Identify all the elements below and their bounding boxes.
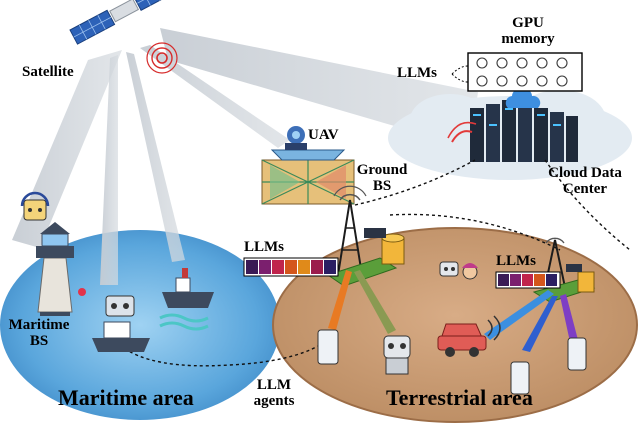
maritime-area-region (0, 230, 280, 420)
cloud-dc-line1: Cloud Data (548, 165, 622, 181)
database-icon (364, 228, 405, 265)
satellite-label: Satellite (22, 64, 74, 80)
gpu-memory-label: GPU memory (490, 15, 566, 48)
gpu-memory-line2: memory (501, 30, 555, 47)
cloud-data-center-label: Cloud Data Center (535, 165, 635, 198)
llm-agents-label: LLM agents (244, 377, 304, 410)
llm-agents-line2: agents (253, 392, 295, 409)
ground-bs-line2: BS (372, 177, 392, 194)
ground-bs-label: Ground BS (352, 162, 412, 195)
llms-ground-label: LLMs (244, 239, 285, 255)
ground-bs-line1: Ground (356, 162, 408, 178)
gpu-memory-line1: GPU (512, 15, 544, 31)
maritime-bs-label: Maritime BS (4, 317, 74, 350)
maritime-bs-line2: BS (29, 332, 49, 349)
maritime-area-label: Maritime area (58, 385, 194, 410)
lighthouse-icon (20, 191, 86, 316)
llm-strip-terrestrial (495, 271, 561, 289)
robot-agent-icon (105, 261, 478, 375)
wireless-links (328, 270, 578, 352)
cloud-data-center (388, 88, 632, 180)
gpu-chip-icon (476, 57, 568, 87)
maritime-bs-line1: Maritime (8, 317, 70, 333)
llms-cloud-label: LLMs (397, 65, 438, 81)
lighthouse-agent-icon (20, 191, 50, 221)
car-icon (437, 315, 501, 357)
gpu-memory-box (451, 52, 583, 92)
smartphone-icon (317, 329, 587, 395)
llm-agents-line1: LLM (256, 377, 292, 393)
llms-terrestrial-label: LLMs (496, 253, 537, 269)
satellite-icon (69, 0, 179, 74)
llm-strip-ground (243, 257, 339, 277)
terrestrial-area-label: Terrestrial area (386, 385, 533, 410)
cloud-dc-line2: Center (562, 180, 608, 197)
uav-label: UAV (308, 127, 339, 143)
ship-icon (92, 268, 214, 352)
satellite-beams (12, 28, 478, 285)
backhaul-links (119, 159, 631, 367)
server-rack-icon (470, 100, 578, 162)
uav-drone-icon (261, 126, 355, 205)
